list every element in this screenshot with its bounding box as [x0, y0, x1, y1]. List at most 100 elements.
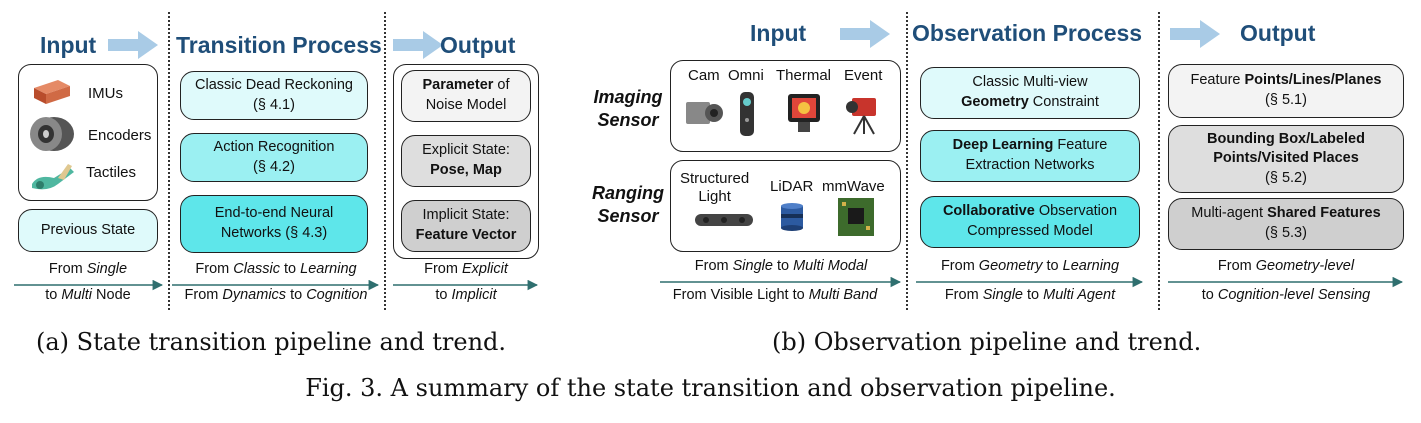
omni-label: Omni: [728, 67, 764, 84]
neural-networks-label: End-to-end Neural: [214, 205, 334, 222]
input-heading-a: Input: [40, 32, 97, 58]
encoder-icon: [30, 117, 74, 151]
trend-arrow-icon: [172, 279, 380, 291]
tactile-icon: [32, 164, 74, 190]
flow-arrow-icon: [393, 31, 443, 59]
neural-networks-label-2: Networks (§ 4.3): [220, 225, 328, 241]
compressed-model-label: Compressed Model: [967, 223, 1093, 239]
trend-cognition-level: to Cognition-level Sensing: [1201, 287, 1371, 303]
caption-b: (b) Observation pipeline and trend.: [772, 328, 1202, 356]
multi-view-label: Classic Multi-view: [972, 74, 1088, 91]
multi-agent-label: Multi-agent: [1191, 205, 1268, 222]
trend-single-multi-node: From Single: [48, 261, 128, 277]
figure-caption: Fig. 3. A summary of the state transitio…: [305, 374, 1116, 402]
deep-learning-label: Deep Learning: [952, 137, 1054, 154]
trend-explicit-implicit: From Explicit: [424, 261, 508, 277]
dead-reckoning-label: Classic Dead Reckoning: [195, 76, 353, 93]
column-divider: [384, 12, 386, 310]
bounding-box-label: Bounding Box/Labeled: [1207, 130, 1365, 147]
caption-a: (a) State transition pipeline and trend.: [36, 328, 507, 356]
noise-model-label: Noise Model: [425, 97, 507, 113]
section-ref: (§ 4.2): [253, 158, 295, 175]
observation-label: Observation: [1034, 203, 1118, 220]
output-heading-a: Output: [440, 32, 516, 58]
constraint-label: Constraint: [1028, 94, 1099, 110]
trend-single-multi-agent: From Single to Multi Agent: [944, 287, 1116, 303]
section-ref: (§ 5.2): [1265, 169, 1307, 186]
mmwave-radar-icon: [838, 198, 874, 236]
mmwave-label: mmWave: [822, 178, 885, 195]
visited-places-label: Points/Visited Places: [1213, 150, 1359, 167]
geometry-label: Geometry: [961, 94, 1029, 110]
shared-features-label: Shared Features: [1267, 205, 1381, 222]
column-divider: [906, 12, 908, 310]
trend-arrow-icon: [393, 279, 539, 291]
lidar-icon: [781, 203, 803, 231]
feature-label: Feature: [1053, 137, 1108, 154]
trend-dynamics-cognition: From Dynamics to Cognition: [184, 287, 368, 303]
pose-map-label: Pose, Map: [430, 162, 502, 178]
flow-arrow-icon: [1170, 20, 1220, 48]
trend-arrow-icon: [14, 279, 164, 291]
shared-features-box: Multi-agent Shared Features (§ 5.3): [1168, 198, 1404, 250]
previous-state-box: Previous State: [18, 209, 158, 252]
output-heading-b: Output: [1240, 20, 1316, 46]
column-divider: [1158, 12, 1160, 310]
thermal-camera-icon: [788, 94, 820, 132]
collaborative-label: Collaborative: [942, 203, 1035, 220]
feature-vector-label: Feature Vector: [415, 227, 517, 243]
action-recognition-box: Action Recognition (§ 4.2): [180, 133, 368, 182]
previous-state-label: Previous State: [40, 221, 136, 238]
trend-single-multi-modal: From Single to Multi Modal: [694, 258, 868, 274]
action-recognition-label: Action Recognition: [213, 138, 335, 155]
trend-geometry-level: From Geometry-level: [1217, 258, 1355, 274]
section-ref: (§ 4.1): [253, 96, 295, 113]
event-label: Event: [844, 67, 883, 84]
input-label-tactiles: Tactiles: [86, 164, 137, 181]
trend-classic-learning: From Classic to Learning: [195, 261, 357, 277]
input-label-imus: IMUs: [88, 85, 123, 102]
parameter-label: Parameter: [422, 77, 494, 94]
column-divider: [168, 12, 170, 310]
explicit-state-box: Explicit State: Pose, Map: [401, 135, 531, 187]
input-heading-b: Input: [750, 20, 807, 46]
section-ref: (§ 5.1): [1265, 92, 1307, 108]
omni-camera-icon: [740, 92, 754, 136]
extraction-networks-label: Extraction Networks: [965, 157, 1095, 173]
implicit-state-box: Implicit State: Feature Vector: [401, 200, 531, 252]
structured-light-icon: [695, 214, 753, 226]
lidar-label: LiDAR: [770, 178, 814, 195]
section-ref: (§ 5.3): [1265, 225, 1307, 241]
trend-explicit-implicit-2: to Implicit: [435, 287, 497, 303]
trend-arrow-icon: [1168, 276, 1404, 288]
flow-arrow-icon: [108, 31, 158, 59]
event-camera-icon: [846, 98, 876, 135]
feature-label: Feature: [1190, 72, 1245, 89]
trend-arrow-icon: [916, 276, 1144, 288]
observation-process-heading: Observation Process: [912, 20, 1143, 46]
trend-geometry-learning: From Geometry to Learning: [940, 258, 1120, 274]
flow-arrow-icon: [840, 20, 890, 48]
camera-icon: [686, 102, 723, 124]
trend-single-multi-node-2: to Multi Node: [45, 287, 131, 303]
trend-visible-multi-band: From Visible Light to Multi Band: [672, 287, 878, 303]
explicit-state-label: Explicit State:: [422, 142, 510, 159]
dead-reckoning-box: Classic Dead Reckoning (§ 4.1): [180, 71, 368, 120]
points-lines-planes-label: Points/Lines/Planes: [1244, 72, 1382, 89]
imu-icon: [34, 80, 70, 104]
feature-points-box: Feature Points/Lines/Planes (§ 5.1): [1168, 64, 1404, 118]
thermal-label: Thermal: [776, 67, 832, 84]
transition-process-heading: Transition Process: [176, 32, 382, 58]
implicit-state-label: Implicit State:: [422, 207, 510, 224]
of-label: of: [493, 77, 510, 94]
trend-arrow-icon: [660, 276, 902, 288]
input-label-encoders: Encoders: [88, 127, 152, 144]
